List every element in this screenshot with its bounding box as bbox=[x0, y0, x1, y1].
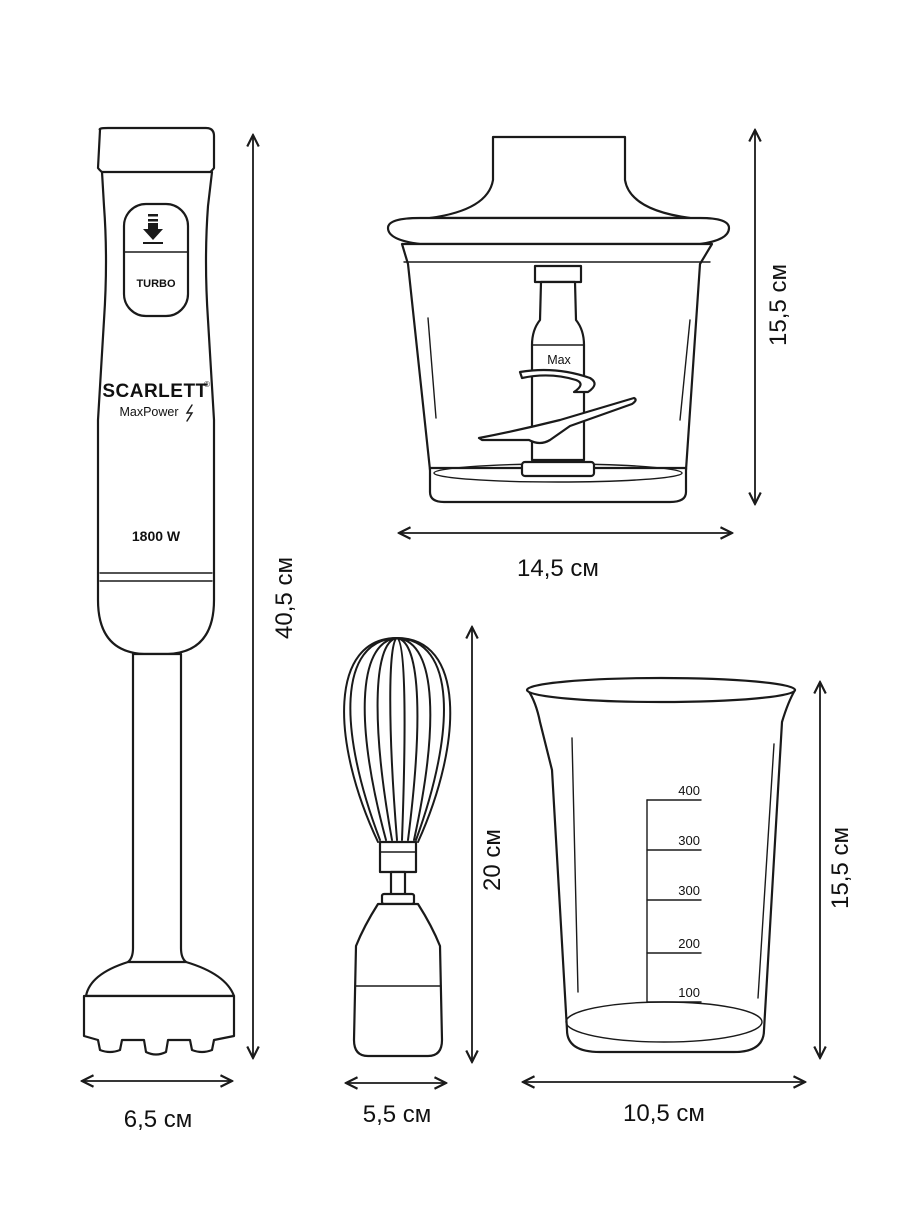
chopper-blade-shaft bbox=[533, 264, 583, 284]
brand-logo: SCARLETT bbox=[102, 381, 207, 402]
beaker-rim bbox=[525, 676, 797, 704]
scale-mark-2: 300 bbox=[678, 833, 700, 848]
chopper-lid bbox=[386, 216, 731, 246]
scale-mark-4: 200 bbox=[678, 936, 700, 951]
whisk-gearbox bbox=[352, 902, 444, 1058]
chopper-blade-upper bbox=[518, 368, 596, 394]
chopper-width-label: 14,5 см bbox=[517, 555, 599, 582]
blender-shaft bbox=[126, 652, 188, 977]
blender-height-label: 40,5 см bbox=[271, 557, 298, 639]
beaker-scale: 400 300 300 200 100 bbox=[646, 783, 702, 1003]
scale-mark-5: 100 bbox=[678, 985, 700, 1000]
whisk-attachment: 20 см 5,5 см bbox=[343, 627, 506, 1128]
blender-blade-guard bbox=[82, 994, 236, 1056]
hand-blender: TURBO SCARLETT ® MaxPower 1800 W 40,5 см… bbox=[82, 126, 298, 1133]
registered-mark: ® bbox=[204, 380, 210, 389]
pulse-arrow-icon bbox=[143, 214, 163, 244]
whisk-width-label: 5,5 см bbox=[363, 1101, 432, 1128]
beaker-width-label: 10,5 см bbox=[623, 1100, 705, 1127]
power-rating: 1800 W bbox=[132, 528, 181, 544]
scale-mark-1: 400 bbox=[678, 783, 700, 798]
model-name: MaxPower bbox=[119, 405, 178, 419]
measuring-beaker: 400 300 300 200 100 15,5 см 10,5 см bbox=[523, 676, 854, 1127]
beaker-body bbox=[526, 688, 797, 1054]
chopper-height-label: 15,5 см bbox=[765, 264, 792, 346]
beaker-height-label: 15,5 см bbox=[827, 827, 854, 909]
blender-top-cap bbox=[96, 126, 216, 178]
chopper-lid-top bbox=[428, 135, 692, 220]
chopper-bowl: Max 15,5 см 14,5 см bbox=[386, 130, 792, 582]
scale-mark-3: 300 bbox=[678, 883, 700, 898]
whisk-wires bbox=[349, 637, 445, 841]
blender-width-label: 6,5 см bbox=[124, 1106, 193, 1133]
max-label: Max bbox=[547, 353, 571, 367]
turbo-label: TURBO bbox=[136, 278, 176, 290]
chopper-blade-lower bbox=[477, 396, 637, 445]
lightning-icon bbox=[185, 404, 194, 422]
chopper-base bbox=[428, 466, 688, 504]
whisk-height-label: 20 см bbox=[479, 829, 506, 891]
turbo-button[interactable] bbox=[122, 202, 190, 318]
whisk-collar bbox=[378, 840, 418, 874]
blender-foot bbox=[84, 960, 236, 998]
